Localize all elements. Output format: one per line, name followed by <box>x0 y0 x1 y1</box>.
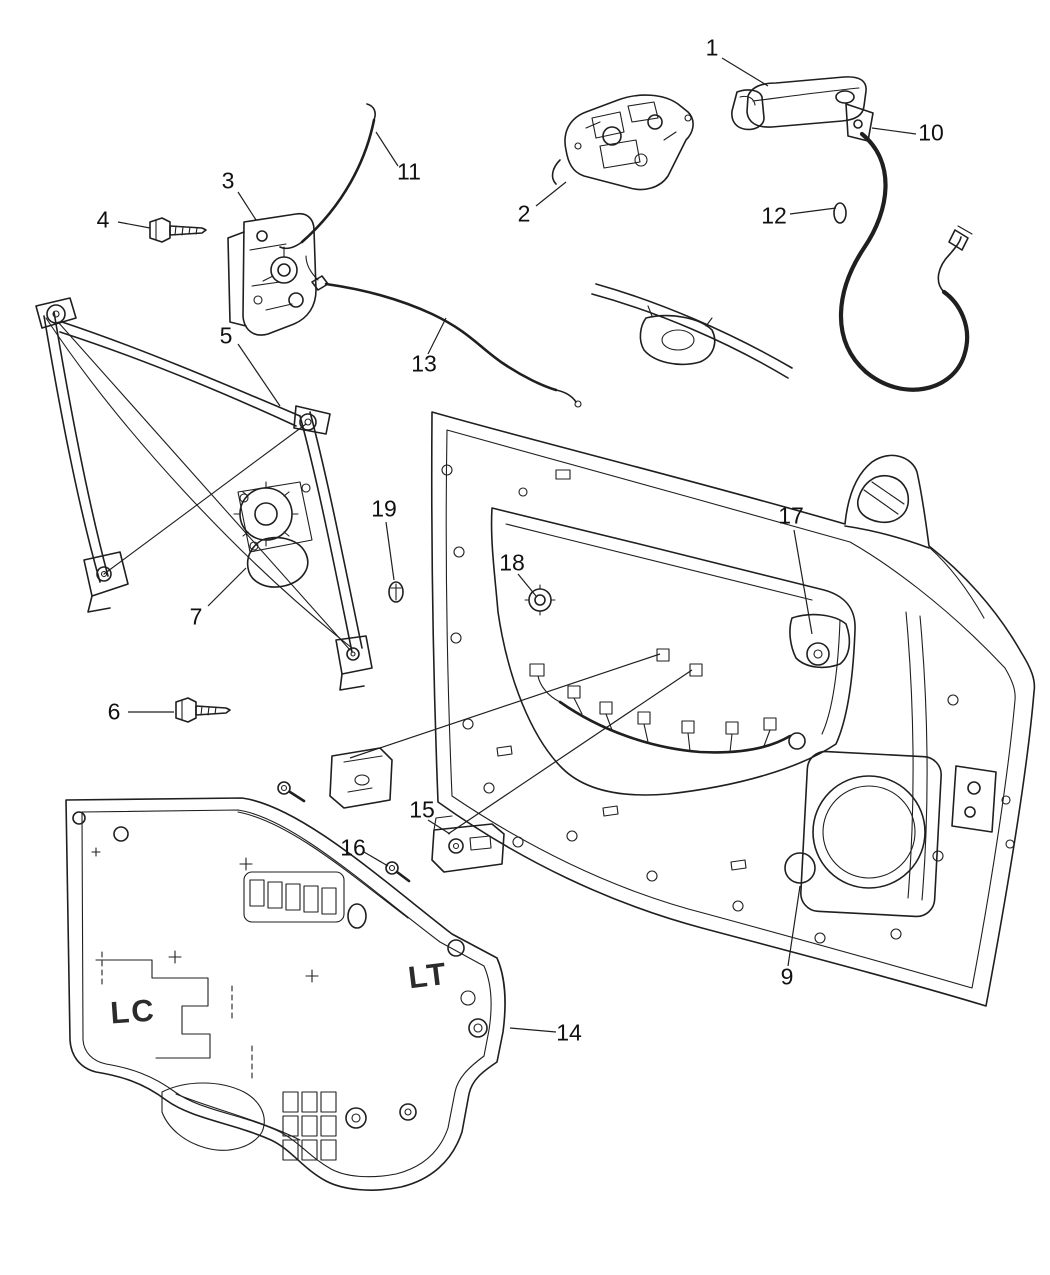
callout-1: 1 <box>705 34 719 61</box>
window-regulator-art <box>35 297 373 691</box>
callout-11: 11 <box>397 158 421 185</box>
callout-10: 10 <box>918 119 944 146</box>
callout-7: 7 <box>189 603 203 630</box>
grommet-art <box>388 581 404 603</box>
callout-4: 4 <box>96 206 110 233</box>
door-latch-art <box>227 212 317 336</box>
release-cable-art <box>305 255 582 408</box>
regulator-motor-art <box>233 481 313 588</box>
callout-6: 6 <box>107 698 121 725</box>
callout-9: 9 <box>780 963 794 990</box>
callout-19: 19 <box>371 495 397 522</box>
callout-12: 12 <box>761 202 787 229</box>
callout-3: 3 <box>221 167 235 194</box>
callout-14: 14 <box>556 1019 582 1046</box>
lock-rod-art <box>279 103 376 250</box>
bolt-6-art <box>175 697 231 723</box>
exterior-handle-art <box>731 76 874 142</box>
callout-13: 13 <box>411 350 437 377</box>
bracket-16-art <box>385 815 505 883</box>
bracket-15-locator-line <box>349 653 661 759</box>
water-shield-art <box>65 797 506 1191</box>
bolt-4-art <box>149 217 207 243</box>
panel-marking-lt: LT <box>406 955 450 996</box>
door-shell-art <box>430 411 1036 1007</box>
callout-17: 17 <box>778 502 804 529</box>
panel-marking-lc: LC <box>109 992 157 1031</box>
callout-16: 16 <box>340 834 366 861</box>
handle-cable-art <box>833 131 973 392</box>
callout-15: 15 <box>409 796 435 823</box>
callout-18: 18 <box>499 549 525 576</box>
callout-2: 2 <box>517 200 531 227</box>
leader-lines <box>117 57 917 1033</box>
bracket-16-locator-line <box>447 669 693 835</box>
inner-handle-mechanism-art <box>551 94 694 191</box>
bracket-15-art <box>277 747 393 809</box>
callout-5: 5 <box>219 322 233 349</box>
belt-molding-art <box>591 283 793 379</box>
